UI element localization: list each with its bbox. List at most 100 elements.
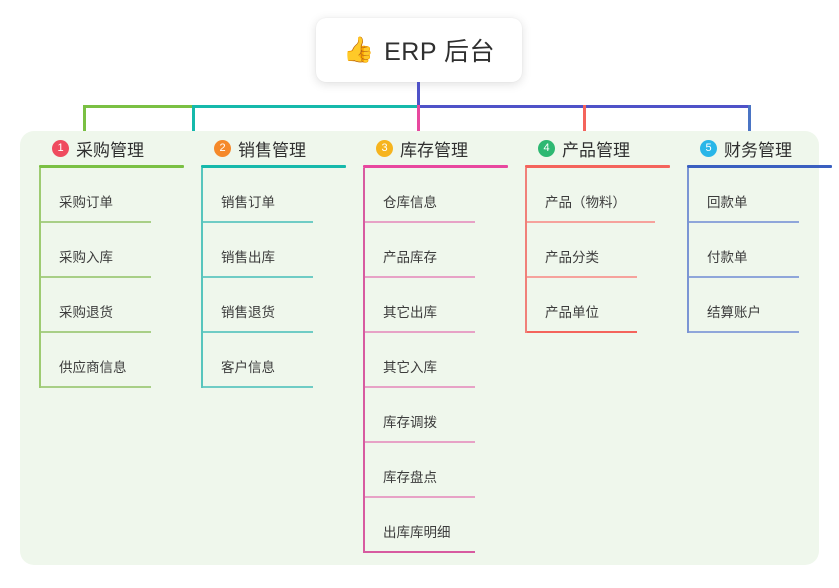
list-item[interactable]: 产品库存 [365, 223, 475, 278]
leaf-label: 产品分类 [545, 250, 599, 265]
leaf-rule [203, 331, 313, 333]
thumbs-up-icon: 👍 [342, 35, 375, 64]
leaf-label: 采购入库 [59, 250, 113, 265]
branch-header-2[interactable]: 2 销售管理 [198, 131, 350, 165]
leaf-rule [365, 221, 475, 223]
leaf-rule [527, 221, 655, 223]
leaf-rule [689, 221, 799, 223]
branch-spine-1 [39, 168, 41, 388]
list-item[interactable]: 采购入库 [41, 223, 151, 278]
leaf-label: 其它出库 [383, 305, 437, 320]
leaf-rule [365, 386, 475, 388]
list-item[interactable]: 销售订单 [203, 168, 313, 223]
branch-spine-2 [201, 168, 203, 388]
list-item[interactable]: 结算账户 [689, 278, 799, 333]
leaf-label: 采购退货 [59, 305, 113, 320]
leaf-rule [41, 331, 151, 333]
root-title: ERP 后台 [384, 38, 496, 66]
list-item[interactable]: 产品（物料） [527, 168, 655, 223]
branch-items-4: 产品（物料） 产品分类 产品单位 [525, 168, 674, 333]
leaf-rule [41, 276, 151, 278]
drop-connector-2 [192, 105, 195, 143]
drop-connector-4 [583, 105, 586, 143]
leaf-label: 仓库信息 [383, 195, 437, 210]
leaf-rule [689, 331, 799, 333]
bus-segment-mid [192, 105, 417, 108]
branch-header-5[interactable]: 5 财务管理 [684, 131, 836, 165]
branch-title-4: 产品管理 [562, 140, 630, 160]
branch-badge-3: 3 [376, 139, 393, 157]
leaf-rule [41, 221, 151, 223]
branch-title-2: 销售管理 [238, 140, 306, 160]
list-item[interactable]: 供应商信息 [41, 333, 151, 388]
leaf-label: 产品库存 [383, 250, 437, 265]
root-node-card[interactable]: 👍 ERP 后台 [316, 18, 522, 82]
branch-rule-1 [39, 165, 184, 168]
list-item[interactable]: 产品分类 [527, 223, 637, 278]
branch-items-2: 销售订单 销售出库 销售退货 客户信息 [201, 168, 350, 388]
leaf-rule [365, 331, 475, 333]
branch-rule-4 [525, 165, 670, 168]
branch-spine-4 [525, 168, 527, 333]
drop-connector-5 [748, 105, 751, 143]
branch-spine-5 [687, 168, 689, 333]
list-item[interactable]: 销售退货 [203, 278, 313, 333]
branch-rule-5 [687, 165, 832, 168]
branch-badge-4: 4 [538, 139, 555, 157]
leaf-label: 销售退货 [221, 305, 275, 320]
branch-badge-5: 5 [700, 139, 717, 157]
leaf-label: 库存盘点 [383, 470, 437, 485]
leaf-rule [365, 551, 475, 553]
branch-title-1: 采购管理 [76, 140, 144, 160]
branch-badge-1: 1 [52, 139, 69, 157]
leaf-label: 结算账户 [707, 305, 761, 320]
leaf-rule [203, 276, 313, 278]
leaf-label: 产品单位 [545, 305, 599, 320]
diagram-panel: 1 采购管理 采购订单 采购入库 采购退货 供应商信息 [20, 131, 832, 565]
branch-column-1: 1 采购管理 采购订单 采购入库 采购退货 供应商信息 [36, 131, 188, 388]
list-item[interactable]: 其它入库 [365, 333, 475, 388]
leaf-label: 出库库明细 [383, 525, 451, 540]
leaf-label: 销售出库 [221, 250, 275, 265]
list-item[interactable]: 产品单位 [527, 278, 637, 333]
branch-title-3: 库存管理 [400, 140, 468, 160]
drop-connector-3 [417, 105, 420, 143]
list-item[interactable]: 客户信息 [203, 333, 313, 388]
list-item[interactable]: 采购退货 [41, 278, 151, 333]
leaf-label: 产品（物料） [545, 195, 626, 210]
branch-rule-3 [363, 165, 508, 168]
branch-title-5: 财务管理 [724, 140, 792, 160]
list-item[interactable]: 采购订单 [41, 168, 151, 223]
leaf-label: 付款单 [707, 250, 748, 265]
list-item[interactable]: 库存盘点 [365, 443, 475, 498]
leaf-rule [203, 386, 313, 388]
leaf-rule [527, 331, 637, 333]
leaf-label: 库存调拨 [383, 415, 437, 430]
bus-segment-left [83, 105, 192, 108]
branch-column-2: 2 销售管理 销售订单 销售出库 销售退货 客户信息 [198, 131, 350, 388]
root-stem-connector [417, 82, 420, 107]
branch-header-4[interactable]: 4 产品管理 [522, 131, 674, 165]
branch-header-1[interactable]: 1 采购管理 [36, 131, 188, 165]
leaf-rule [203, 221, 313, 223]
branch-items-5: 回款单 付款单 结算账户 [687, 168, 836, 333]
branch-badge-2: 2 [214, 139, 231, 157]
list-item[interactable]: 回款单 [689, 168, 799, 223]
leaf-rule [365, 441, 475, 443]
branch-header-3[interactable]: 3 库存管理 [360, 131, 512, 165]
list-item[interactable]: 付款单 [689, 223, 799, 278]
list-item[interactable]: 库存调拨 [365, 388, 475, 443]
leaf-rule [41, 386, 151, 388]
branch-spine-3 [363, 168, 365, 553]
branch-column-3: 3 库存管理 仓库信息 产品库存 其它出库 其它入库 库存调拨 [360, 131, 512, 553]
list-item[interactable]: 出库库明细 [365, 498, 475, 553]
leaf-label: 供应商信息 [59, 360, 127, 375]
list-item[interactable]: 仓库信息 [365, 168, 475, 223]
leaf-label: 客户信息 [221, 360, 275, 375]
leaf-rule [527, 276, 637, 278]
list-item[interactable]: 销售出库 [203, 223, 313, 278]
branch-items-1: 采购订单 采购入库 采购退货 供应商信息 [39, 168, 188, 388]
list-item[interactable]: 其它出库 [365, 278, 475, 333]
drop-connector-1 [83, 105, 86, 143]
branch-items-3: 仓库信息 产品库存 其它出库 其它入库 库存调拨 库存盘点 [363, 168, 512, 553]
